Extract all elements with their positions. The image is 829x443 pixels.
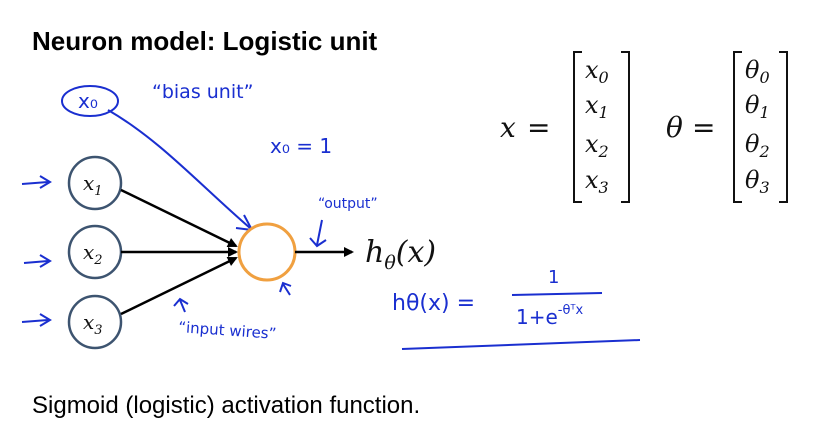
svg-text:x1: x1 xyxy=(83,171,103,199)
input-node-2: x2 xyxy=(67,224,123,280)
vector-theta-right-bracket xyxy=(779,51,788,203)
vector-x-entry-3: x3 xyxy=(585,166,609,197)
vector-theta-entry-1: θ1 xyxy=(745,91,770,122)
vector-theta-entry-2: θ2 xyxy=(745,130,770,161)
output-annotation: “output” xyxy=(318,196,378,212)
formula-lhs: hθ(x) = xyxy=(392,291,475,316)
vector-theta-equals: = xyxy=(692,111,715,144)
vector-x: x = x0 x1 x2 x3 xyxy=(500,51,630,203)
vector-x-entry-1: x1 xyxy=(585,91,609,122)
input-node-3: x3 xyxy=(67,294,123,350)
slide-caption: Sigmoid (logistic) activation function. xyxy=(32,392,421,419)
input-wires-annotation: “input wires” xyxy=(178,318,277,343)
vector-theta: θ = θ0 θ1 θ2 θ3 xyxy=(666,51,788,203)
output-neuron xyxy=(237,222,297,282)
sigmoid-formula: hθ(x) = 1 1+e-θᵀx xyxy=(392,267,641,350)
input-arrow-1-icon xyxy=(21,175,52,189)
slide-title: Neuron model: Logistic unit xyxy=(32,26,378,56)
connection-x3 xyxy=(120,256,238,316)
input-node-1: x1 xyxy=(67,155,123,211)
vector-x-equals: = xyxy=(527,111,550,144)
formula-underline xyxy=(401,339,641,350)
vector-theta-left-bracket xyxy=(733,51,742,203)
vector-theta-entry-3: θ3 xyxy=(745,166,770,197)
bias-node-circle xyxy=(61,85,119,117)
vector-theta-name: θ xyxy=(666,111,683,144)
bias-node-label: x₀ xyxy=(78,89,98,113)
vector-x-left-bracket xyxy=(573,51,582,203)
bias-connection-curve xyxy=(107,109,251,229)
svg-text:x3: x3 xyxy=(83,310,103,338)
input-arrow-2-icon xyxy=(23,254,52,268)
formula-denominator: 1+e-θᵀx xyxy=(516,303,583,329)
connection-x1 xyxy=(120,188,238,248)
vector-x-right-bracket xyxy=(621,51,630,203)
output-annotation-arrow xyxy=(309,219,327,248)
vector-theta-entry-0: θ0 xyxy=(745,56,770,87)
output-label: hθ(x) xyxy=(365,235,436,274)
formula-numerator: 1 xyxy=(548,267,559,288)
x0-equals-annotation: x₀ = 1 xyxy=(270,134,332,158)
vector-x-entry-0: x0 xyxy=(585,56,609,87)
input-wires-arrow xyxy=(173,297,189,313)
bias-unit-annotation: “bias unit” xyxy=(152,81,253,103)
input-arrow-3-icon xyxy=(21,313,52,327)
output-neuron-annotation-arrow xyxy=(279,281,292,296)
vector-x-entry-2: x2 xyxy=(585,130,609,161)
svg-text:x2: x2 xyxy=(83,240,103,268)
formula-fraction-bar xyxy=(511,292,603,296)
vector-x-name: x xyxy=(500,111,516,144)
